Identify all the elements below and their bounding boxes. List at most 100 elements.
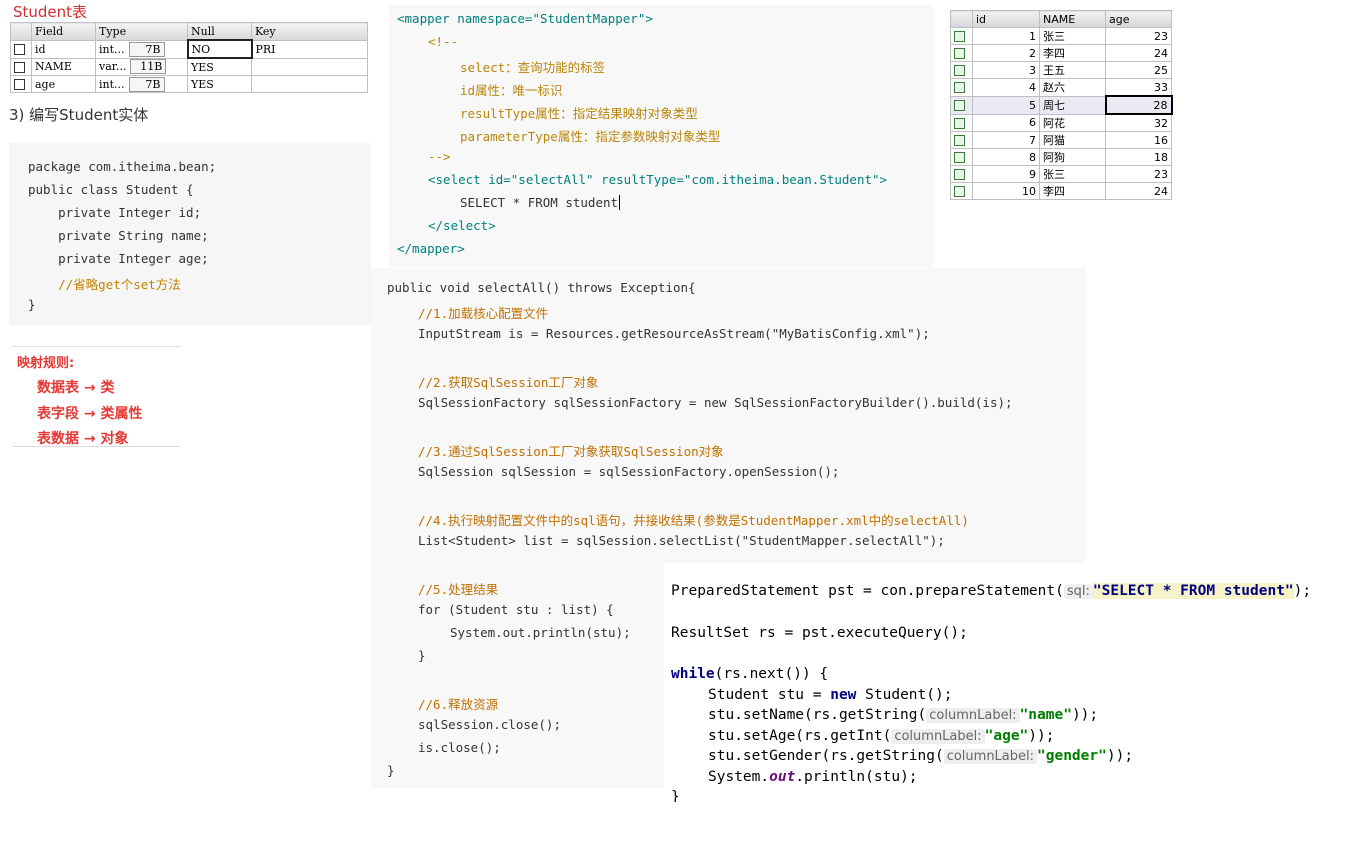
row-checkbox[interactable]: [950, 131, 973, 149]
checkbox-icon[interactable]: [954, 135, 965, 146]
row-checkbox[interactable]: [950, 113, 973, 132]
table-row[interactable]: age int...7B YES: [10, 75, 368, 93]
result-age-cell: 24: [1105, 182, 1172, 200]
row-checkbox[interactable]: [950, 27, 973, 45]
code-comment: //1.加载核心配置文件: [418, 306, 549, 321]
row-checkbox[interactable]: [10, 39, 32, 59]
header-check-cell: [950, 10, 973, 28]
row-checkbox[interactable]: [10, 75, 32, 93]
row-checkbox[interactable]: [950, 182, 973, 200]
checkbox-icon[interactable]: [954, 31, 965, 42]
result-age-cell: 18: [1105, 148, 1172, 166]
field-null-cell[interactable]: NO: [186, 39, 253, 59]
field-type-cell: int...7B: [95, 75, 188, 93]
jdbc-line-close: }: [671, 789, 680, 802]
code-comment: //省略get个set方法: [28, 277, 181, 292]
checkbox-icon[interactable]: [954, 169, 965, 180]
code-line: List<Student> list = sqlSession.selectLi…: [418, 533, 945, 548]
checkbox-icon[interactable]: [954, 82, 965, 94]
row-checkbox[interactable]: [10, 57, 32, 76]
code-text: Student stu =: [708, 687, 831, 703]
result-name-cell: 赵六: [1039, 78, 1106, 97]
row-checkbox[interactable]: [950, 78, 973, 97]
code-line: }: [387, 763, 395, 778]
code-text: .println(stu);: [795, 769, 918, 785]
row-checkbox[interactable]: [950, 95, 973, 115]
length-box: 7B: [128, 41, 165, 57]
checkbox-icon[interactable]: [954, 48, 965, 59]
table-row[interactable]: id int...7B NO PRI: [10, 39, 368, 59]
code-text: ));: [1028, 728, 1055, 744]
checkbox-icon[interactable]: [14, 61, 25, 73]
jdbc-line-while: while(rs.next()) {: [671, 666, 828, 682]
result-name-cell: 阿花: [1039, 113, 1106, 132]
checkbox-icon[interactable]: [14, 44, 25, 55]
checkbox-icon[interactable]: [954, 186, 965, 197]
result-id-cell: 2: [972, 44, 1040, 62]
param-hint: sql:: [1063, 584, 1093, 599]
field-type-cell: var...11B: [95, 57, 188, 76]
string-literal: "gender": [1037, 748, 1107, 764]
row-checkbox[interactable]: [950, 165, 973, 183]
xml-comment-line: parameterType属性：指定参数映射对象类型: [460, 129, 721, 144]
result-name-cell: 张三: [1039, 165, 1106, 183]
code-comment: //4.执行映射配置文件中的sql语句，并接收结果(参数是StudentMapp…: [418, 513, 969, 528]
divider: [13, 446, 181, 447]
header-age: age: [1105, 10, 1172, 28]
xml-mapper-close: </mapper>: [397, 241, 465, 256]
result-id-cell: 10: [972, 182, 1040, 200]
table-row[interactable]: NAME var...11B YES: [10, 57, 368, 76]
jdbc-line-new-student: Student stu = new Student();: [708, 687, 952, 703]
result-name-cell: 李四: [1039, 182, 1106, 200]
jdbc-line-set-name: stu.setName(rs.getString(columnLabel:"na…: [708, 707, 1098, 723]
xml-comment-close: -->: [428, 149, 451, 164]
student-field-table: Field Type Null Key id int...7B NO PRI N…: [10, 22, 368, 93]
result-age-cell: 23: [1105, 27, 1172, 45]
code-text: (rs.next()) {: [714, 666, 829, 682]
field-null-cell: YES: [187, 75, 252, 93]
jdbc-line-set-age: stu.setAge(rs.getInt(columnLabel:"age"))…: [708, 728, 1055, 744]
result-id-cell: 3: [972, 61, 1040, 79]
mapping-rules-title: 映射规则:: [17, 356, 75, 371]
row-checkbox[interactable]: [950, 148, 973, 166]
result-name-cell: 阿狗: [1039, 148, 1106, 166]
field-key-cell: [251, 75, 368, 93]
field-key-cell: [251, 57, 368, 76]
result-id-cell: 4: [972, 78, 1040, 97]
checkbox-icon[interactable]: [954, 100, 965, 111]
code-line: public class Student {: [28, 182, 194, 197]
checkbox-icon[interactable]: [954, 152, 965, 163]
header-key: Key: [251, 22, 368, 41]
jdbc-line-set-gender: stu.setGender(rs.getString(columnLabel:"…: [708, 748, 1133, 764]
checkbox-icon[interactable]: [954, 65, 965, 76]
header-name: NAME: [1039, 10, 1106, 28]
code-line: }: [418, 648, 426, 663]
result-age-cell: 24: [1105, 44, 1172, 62]
mapping-rule-item: 表字段 → 类属性: [37, 406, 143, 422]
result-age-cell[interactable]: 28: [1104, 95, 1173, 115]
xml-sql-text[interactable]: SELECT * FROM student: [460, 195, 621, 210]
jdbc-line-println: System.out.println(stu);: [708, 769, 918, 785]
checkbox-icon[interactable]: [14, 79, 25, 90]
jdbc-line-execute: ResultSet rs = pst.executeQuery();: [671, 625, 968, 641]
string-literal: "name": [1019, 707, 1072, 723]
code-line: private String name;: [28, 228, 209, 243]
result-name-cell: 周七: [1039, 95, 1106, 115]
student-table-title: Student表: [13, 3, 88, 21]
row-checkbox[interactable]: [950, 61, 973, 79]
length-box: 11B: [130, 59, 167, 75]
checkbox-icon[interactable]: [954, 117, 965, 129]
row-checkbox[interactable]: [950, 44, 973, 62]
code-line: SqlSession sqlSession = sqlSessionFactor…: [418, 464, 840, 479]
